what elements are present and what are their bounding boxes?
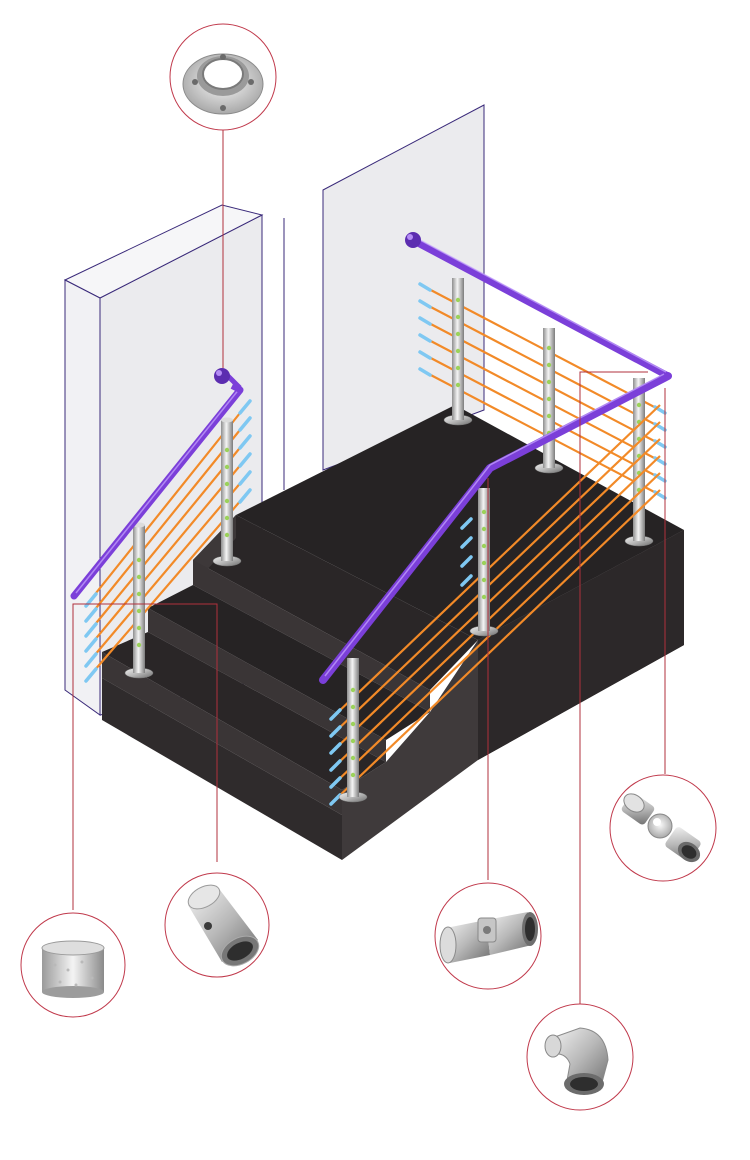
step-4-riser: [193, 560, 430, 712]
back-wall-flange-marker: [405, 232, 421, 248]
callout-corner-elbow: [526, 1003, 634, 1111]
left-fittings: [136, 447, 230, 648]
adjustable-elbow-icon: [439, 912, 538, 964]
left-wall-flange-marker: [214, 368, 230, 384]
step-2-top: [102, 632, 386, 790]
step-2-riser: [102, 652, 342, 815]
swivel-joint-icon: [621, 793, 701, 863]
callout-end-cap: [20, 912, 126, 1018]
front-post-mid: [469, 488, 499, 637]
step-3-riser: [148, 608, 386, 762]
front-post-low: [338, 658, 368, 803]
left-post-1: [124, 522, 154, 679]
callout-wall-flange: [169, 23, 277, 131]
leader-lines: [72, 130, 666, 1004]
step-1-front: [102, 678, 342, 860]
left-post-2: [212, 417, 242, 567]
end-cap-icon: [41, 940, 105, 998]
left-railing: [70, 368, 252, 683]
landing-top: [236, 405, 684, 640]
step-3-top: [148, 585, 430, 740]
sloped-handrail: [319, 372, 672, 684]
back-wall: [283, 104, 485, 490]
callout-swivel-joint: [609, 774, 717, 882]
left-cable-ends: [84, 399, 252, 683]
cross-hole-connector-icon: [187, 884, 260, 967]
callout-cross-hole-connector: [164, 872, 270, 978]
right-sloped-railing: [319, 372, 672, 806]
wall-flange-icon: [182, 53, 264, 115]
upper-handrail: [414, 239, 672, 380]
corner-elbow-icon: [544, 1027, 609, 1095]
callout-adjustable-elbow: [434, 882, 542, 990]
